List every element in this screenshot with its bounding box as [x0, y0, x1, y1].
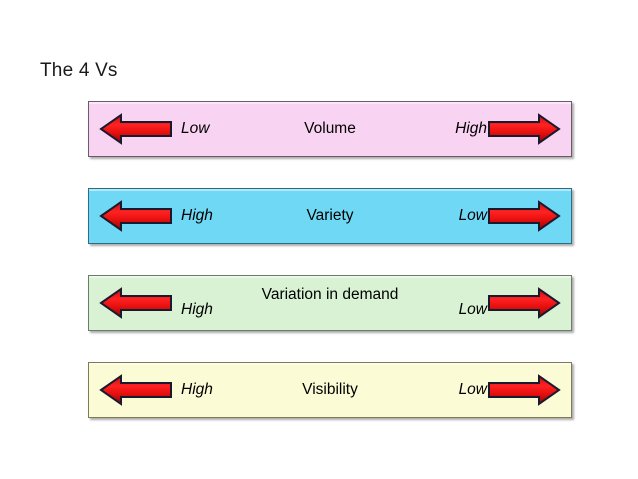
dimension-bar-variation-in-demand: High Variation in demand Low	[88, 275, 572, 331]
arrow-left-icon	[99, 287, 172, 319]
bar-center-label: Visibility	[89, 381, 571, 399]
bar-left-label: High	[181, 301, 213, 319]
dimension-bar-visibility: High Visibility Low	[88, 362, 572, 418]
bar-left-label: Low	[181, 120, 210, 137]
bar-right-label: Low	[458, 381, 487, 398]
page-title: The 4 Vs	[40, 60, 118, 81]
bar-right-label: Low	[458, 207, 487, 224]
arrow-right-icon	[488, 287, 561, 319]
bar-center-label-text: Variation in demand	[261, 286, 399, 304]
bar-right-label: Low	[458, 301, 487, 319]
arrow-right-icon	[488, 374, 561, 406]
arrow-right-icon	[488, 200, 561, 232]
arrow-left-icon	[99, 200, 172, 232]
bar-left-label: High	[181, 381, 213, 398]
bar-right-label: High	[455, 120, 487, 137]
bar-center-label: Volume	[89, 120, 571, 138]
dimension-bar-volume: Low Volume High	[88, 101, 572, 157]
bar-left-label: High	[181, 207, 213, 224]
dimension-bar-variety: High Variety Low	[88, 188, 572, 244]
bar-center-label-text: Visibility	[302, 381, 358, 398]
arrow-right-icon	[488, 113, 561, 145]
bar-center-label-text: Variety	[306, 207, 354, 224]
bar-center-label: Variation in demand	[89, 286, 571, 304]
arrow-left-icon	[99, 113, 172, 145]
arrow-left-icon	[99, 374, 172, 406]
bar-center-label: Variety	[89, 207, 571, 225]
bar-center-label-text: Volume	[304, 120, 356, 137]
